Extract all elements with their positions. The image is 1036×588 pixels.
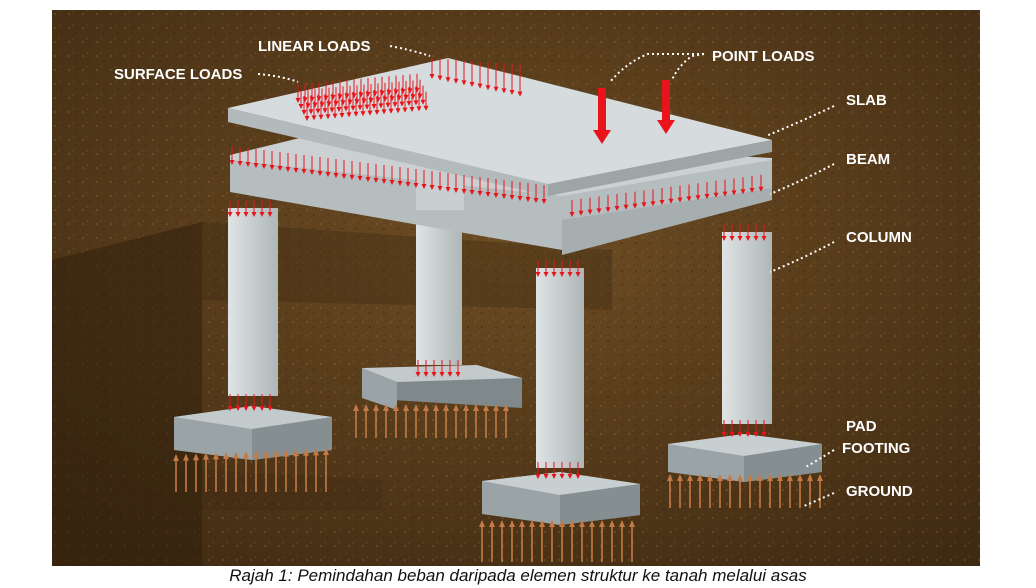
footing-front-middle xyxy=(482,472,640,525)
label-ground: GROUND xyxy=(846,483,913,500)
structure-diagram: LINEAR LOADS SURFACE LOADS POINT LOADS S… xyxy=(52,10,980,566)
beam-load-arrows xyxy=(229,146,764,217)
footing-front-left xyxy=(174,406,332,460)
surface-load-arrows xyxy=(295,73,429,121)
figure-caption: Rajah 1: Pemindahan beban daripada eleme… xyxy=(229,566,807,585)
label-pad: PAD xyxy=(846,418,877,435)
label-linear-loads: LINEAR LOADS xyxy=(258,38,371,55)
label-beam: BEAM xyxy=(846,151,890,168)
label-column: COLUMN xyxy=(846,229,912,246)
label-footing: FOOTING xyxy=(842,440,910,457)
footing-front-right xyxy=(668,434,822,482)
point-load-arrows xyxy=(593,80,675,144)
column-back-left xyxy=(416,215,462,365)
linear-load-arrows xyxy=(429,58,523,97)
ground-reaction-arrows xyxy=(173,404,823,562)
column-front-right xyxy=(722,232,772,424)
label-slab: SLAB xyxy=(846,92,887,109)
column-load-arrows xyxy=(227,200,767,479)
column-front-left xyxy=(228,208,278,396)
leader-lines xyxy=(257,45,835,507)
column-front-middle xyxy=(536,268,584,468)
label-surface-loads: SURFACE LOADS xyxy=(114,66,242,83)
label-point-loads: POINT LOADS xyxy=(712,48,815,65)
